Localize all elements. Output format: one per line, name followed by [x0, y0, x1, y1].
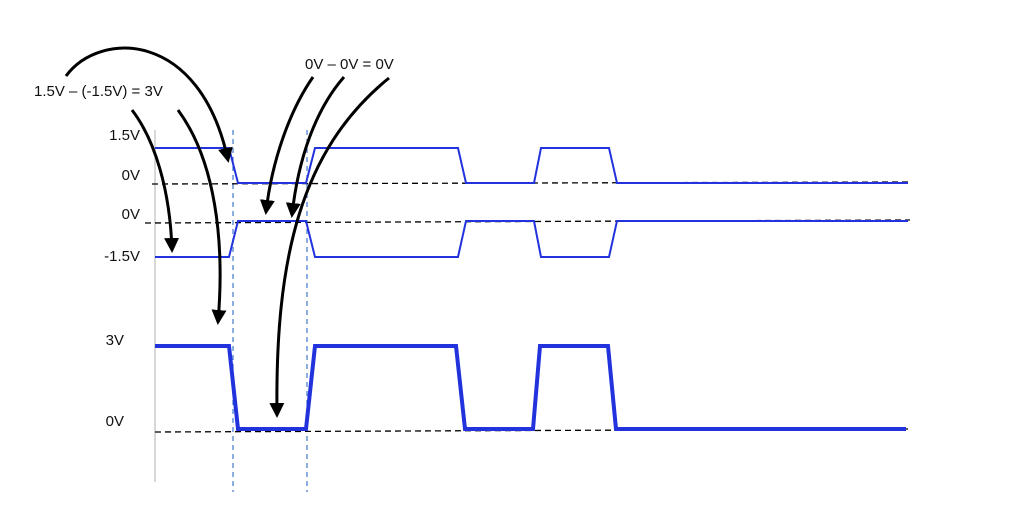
positive-signal-trace — [155, 147, 908, 184]
arrow-to-bottom-zero — [269, 76, 390, 418]
label-mid-zero: 0V — [122, 206, 140, 223]
annotation-difference-low: 0V – 0V = 0V — [305, 56, 394, 73]
arrow-to-top-high — [64, 46, 233, 163]
arrow-to-mid-low — [130, 109, 180, 253]
label-top-zero: 0V — [122, 167, 140, 184]
bottom-zero-reference — [154, 428, 909, 433]
label-mid-low: -1.5V — [104, 248, 140, 265]
label-bottom-high: 3V — [106, 332, 124, 349]
label-top-high: 1.5V — [109, 127, 140, 144]
negative-signal-trace — [155, 220, 908, 258]
differential-signal-trace — [155, 344, 906, 431]
arrow-to-top-zero — [259, 76, 315, 215]
arrow-to-bottom-high — [176, 109, 227, 325]
arrow-to-mid-zero — [285, 76, 346, 218]
annotation-difference-high: 1.5V – (-1.5V) = 3V — [34, 83, 163, 100]
label-bottom-zero: 0V — [106, 413, 124, 430]
